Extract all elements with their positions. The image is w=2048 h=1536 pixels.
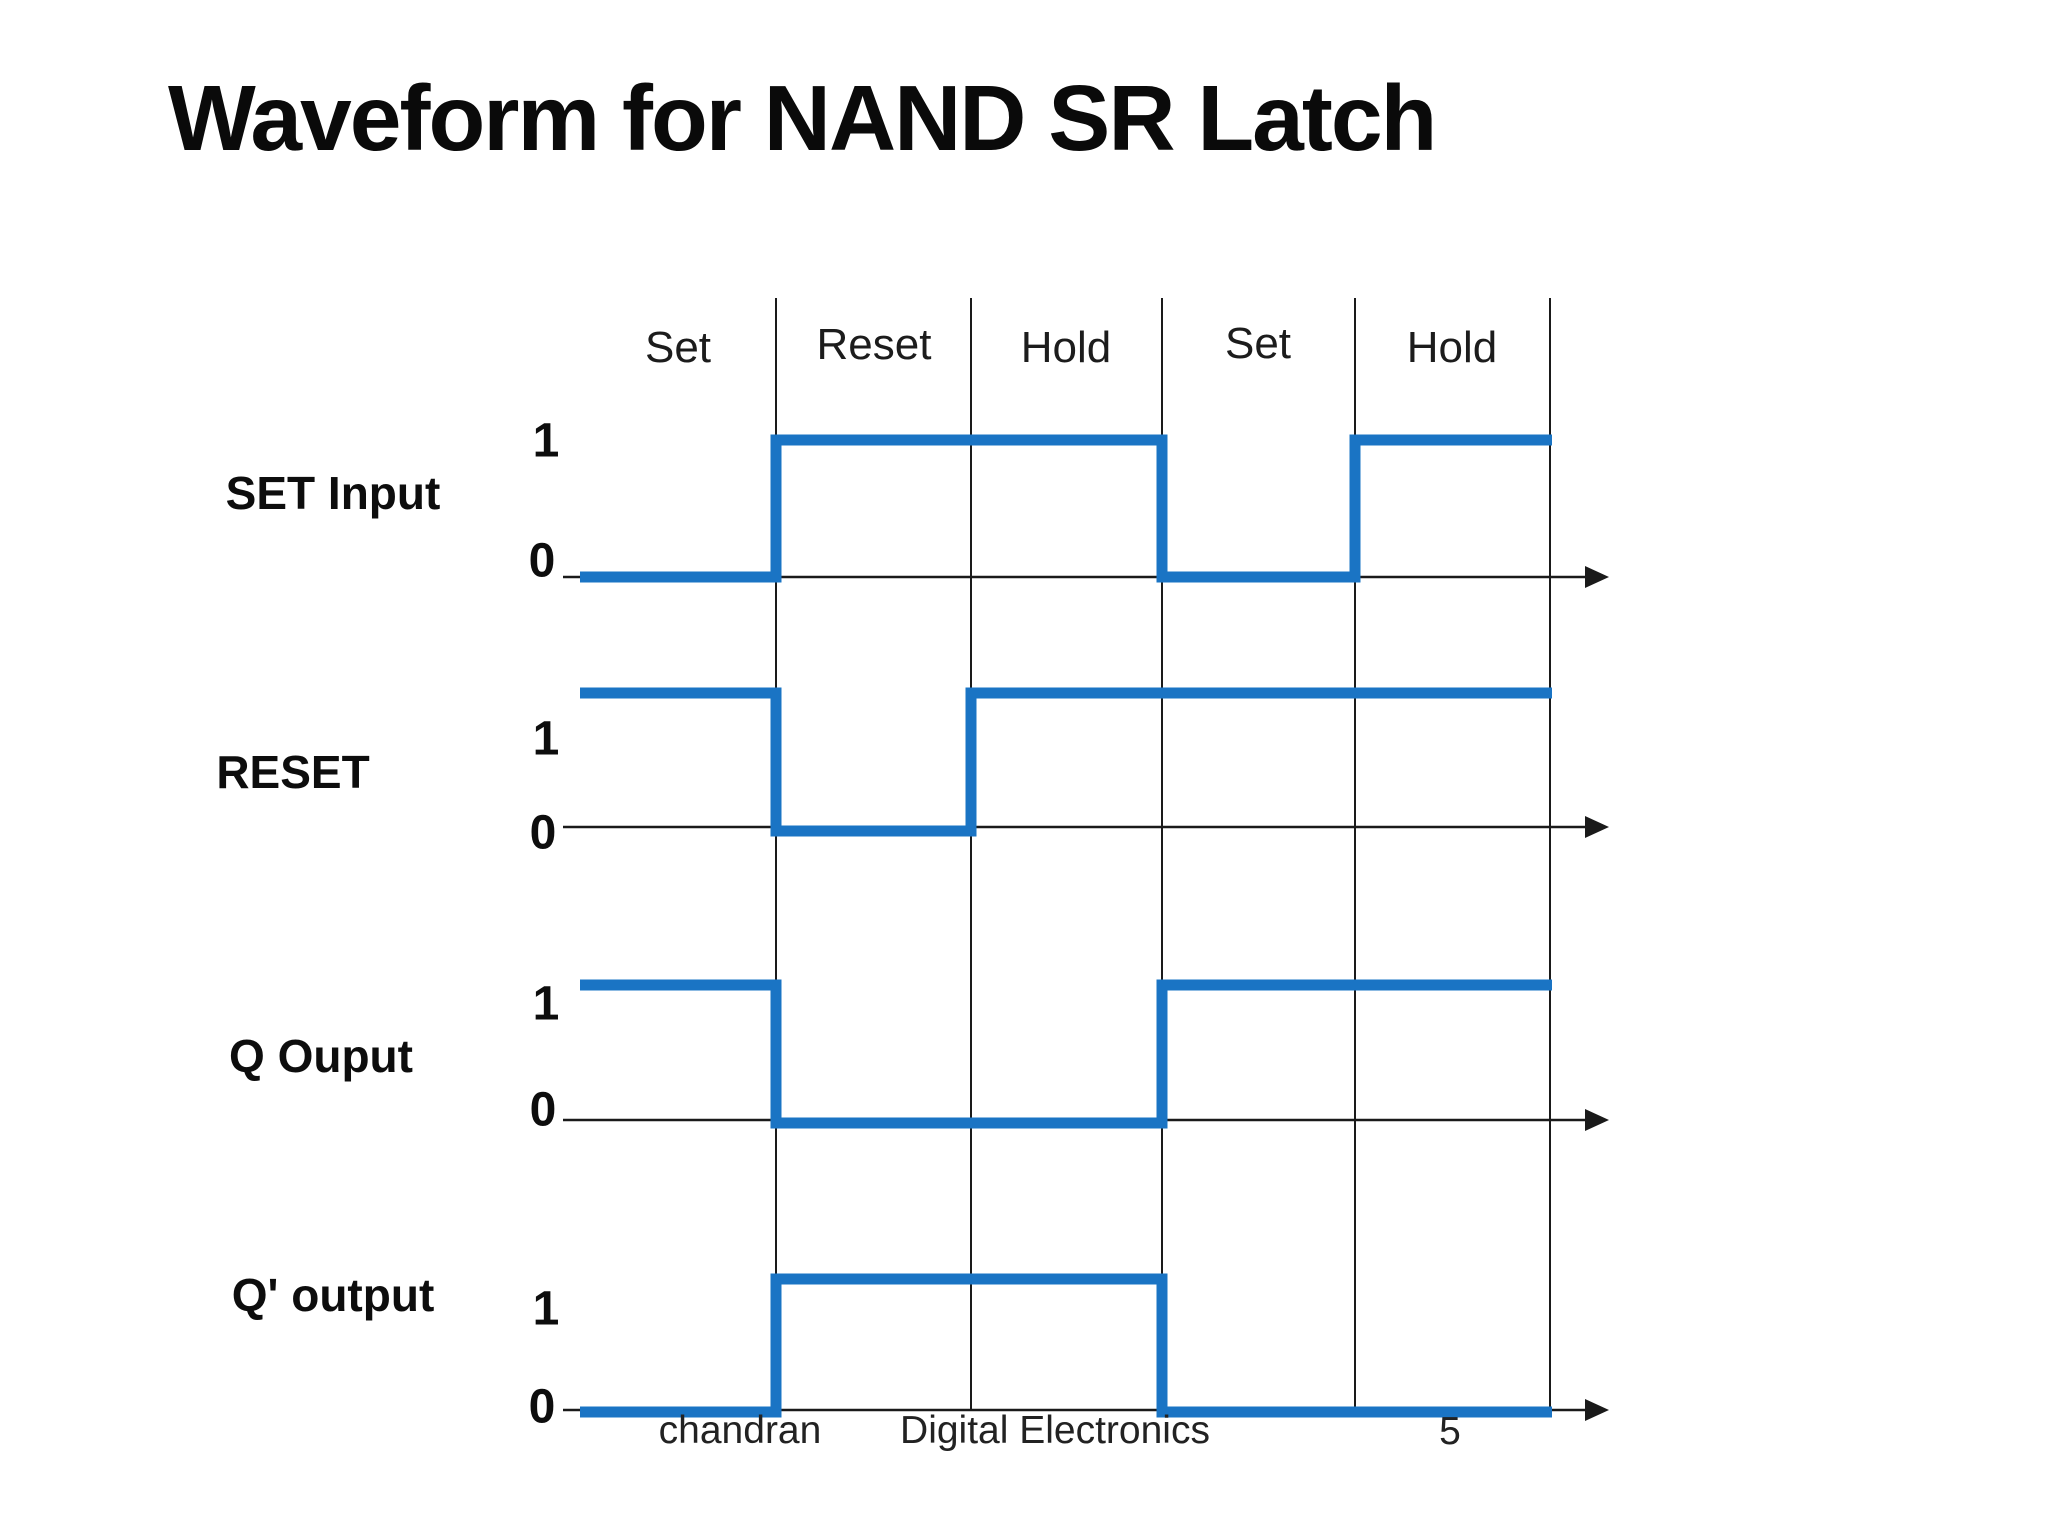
region-label-hold-1: Hold — [1020, 323, 1112, 372]
region-label-set-1: Set — [644, 323, 712, 372]
signal-label-reset: RESET — [216, 746, 370, 798]
signal-label-qbar-output: Q' output — [231, 1269, 435, 1321]
slide-title: Waveform for NAND SR Latch — [168, 66, 1437, 170]
region-label-reset: Reset — [816, 320, 932, 369]
axis-arrowhead-2 — [1585, 1109, 1609, 1131]
waveform-set-input — [580, 434, 1552, 583]
signal-label-set-input: SET Input — [225, 467, 441, 519]
axis-arrowhead-1 — [1585, 816, 1609, 838]
level-0-qbar: 0 — [528, 1380, 556, 1434]
level-0-q: 0 — [529, 1083, 557, 1137]
footer-page-number: 5 — [1439, 1410, 1461, 1453]
waveform-reset — [580, 687, 1552, 837]
waveform-q-ouput — [580, 979, 1552, 1129]
region-label-set-2: Set — [1224, 319, 1292, 368]
region-label-hold-2: Hold — [1406, 323, 1498, 372]
axis-arrowhead-0 — [1585, 566, 1609, 588]
footer-course: Digital Electronics — [900, 1409, 1210, 1452]
level-1-reset: 1 — [532, 712, 560, 766]
axis-arrowhead-3 — [1585, 1399, 1609, 1421]
level-1-set: 1 — [532, 414, 560, 468]
waveform-q-output — [580, 1273, 1552, 1418]
level-1-q: 1 — [532, 977, 560, 1031]
signal-label-q-output: Q Ouput — [229, 1030, 413, 1082]
level-0-reset: 0 — [529, 806, 557, 860]
footer-author: chandran — [658, 1409, 822, 1452]
level-1-qbar: 1 — [532, 1282, 560, 1336]
level-0-set: 0 — [528, 534, 556, 588]
